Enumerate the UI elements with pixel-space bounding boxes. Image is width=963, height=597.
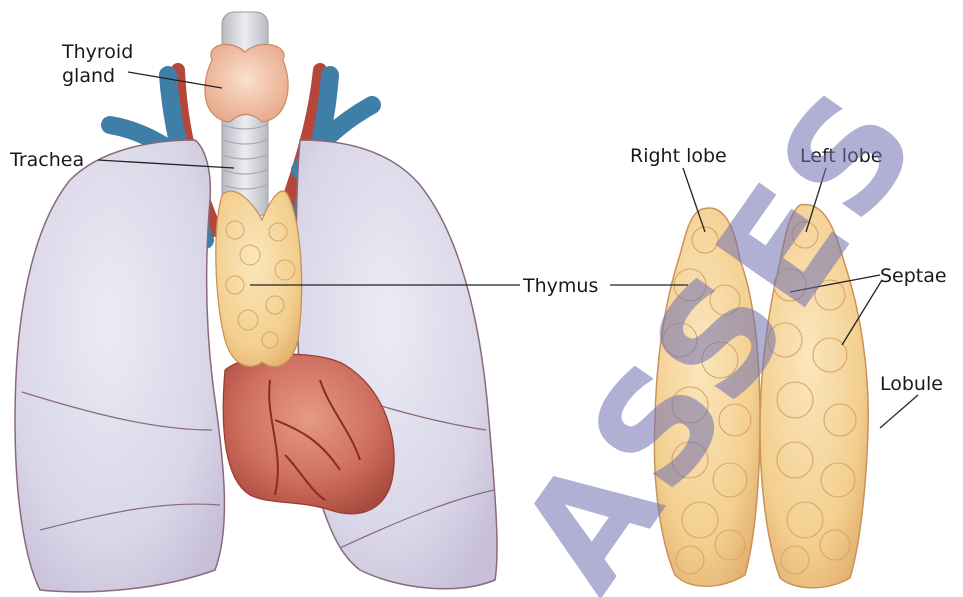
label-thymus: Thymus [522,275,598,297]
label-lobule: Lobule [880,373,943,395]
thorax-illustration [15,12,497,592]
thyroid-gland [205,44,288,122]
thymus-in-thorax [216,191,302,366]
label-right-lobe: Right lobe [630,145,727,167]
label-thyroid-line1: Thyroid [61,41,133,63]
leader-lobule [880,395,918,428]
right-lung [15,140,224,592]
label-trachea: Trachea [9,149,84,171]
label-septae: Septae [880,265,947,287]
label-thyroid-line2: gland [62,65,115,87]
